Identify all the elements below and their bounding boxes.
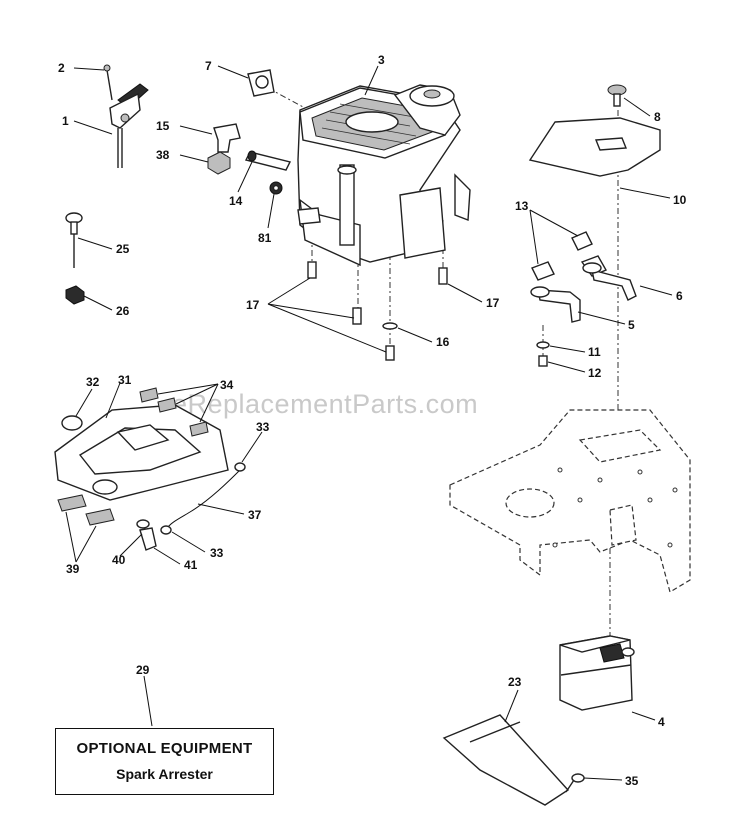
callout-17-left: 17: [246, 298, 260, 312]
optional-equipment-subtitle: Spark Arrester: [116, 766, 213, 782]
callout-40: 40: [112, 553, 126, 567]
pads-part-34: [139, 387, 209, 437]
callout-16: 16: [436, 335, 450, 349]
fittings-40-41: [136, 519, 157, 551]
callout-13: 13: [515, 199, 529, 213]
callout-4: 4: [658, 715, 665, 729]
callout-5: 5: [628, 318, 635, 332]
callout-11: 11: [588, 345, 601, 359]
callout-31: 31: [118, 373, 132, 387]
callout-7: 7: [205, 59, 212, 73]
optional-equipment-title: OPTIONAL EQUIPMENT: [76, 740, 253, 757]
callout-35: 35: [625, 774, 639, 788]
callout-33-bottom: 33: [210, 546, 224, 560]
callout-37: 37: [248, 508, 262, 522]
callout-25: 25: [116, 242, 130, 256]
heat-shield: [442, 714, 570, 806]
callout-6: 6: [676, 289, 683, 303]
muffler: [559, 635, 635, 711]
callout-12: 12: [588, 366, 602, 380]
engine-assembly: [297, 84, 471, 267]
callout-33-top: 33: [256, 420, 270, 434]
clip-part-7: [247, 69, 275, 97]
optional-equipment-box: OPTIONAL EQUIPMENT Spark Arrester: [55, 728, 274, 795]
callout-labels: 2 1 7 3 8 10 15 38 14 81 25 26 13 6 5 11…: [58, 53, 687, 788]
leader-lines: [65, 65, 673, 781]
callout-3: 3: [378, 53, 385, 67]
exhaust-hardware: [536, 341, 550, 367]
cover-plate: [528, 84, 661, 177]
callout-10: 10: [673, 193, 687, 207]
fuel-tank: [54, 404, 229, 501]
callout-1: 1: [62, 114, 69, 128]
callout-38: 38: [156, 148, 170, 162]
engine-bolts: [307, 261, 448, 361]
callout-8: 8: [654, 110, 661, 124]
fuel-fittings: [207, 123, 292, 195]
watermark: eReplacementParts.com: [172, 389, 478, 419]
exhaust-pipes: [530, 231, 637, 323]
callout-41: 41: [184, 558, 198, 572]
dipstick: [65, 212, 83, 268]
callout-15: 15: [156, 119, 170, 133]
pads-part-39: [57, 494, 115, 526]
callout-2: 2: [58, 61, 65, 75]
throttle-control: [103, 64, 149, 168]
callout-23: 23: [508, 675, 522, 689]
screw-part-35: [565, 773, 585, 793]
callout-81: 81: [258, 231, 272, 245]
fuel-hose: [160, 462, 246, 535]
callout-29: 29: [136, 663, 150, 677]
cap-part-32: [61, 415, 83, 431]
callout-17-right: 17: [486, 296, 500, 310]
callout-32: 32: [86, 375, 100, 389]
callout-34: 34: [220, 378, 234, 392]
callout-39: 39: [66, 562, 80, 576]
callout-26: 26: [116, 304, 130, 318]
nut-part-26: [65, 285, 85, 305]
callout-14: 14: [229, 194, 243, 208]
chassis-frame: [449, 409, 691, 593]
